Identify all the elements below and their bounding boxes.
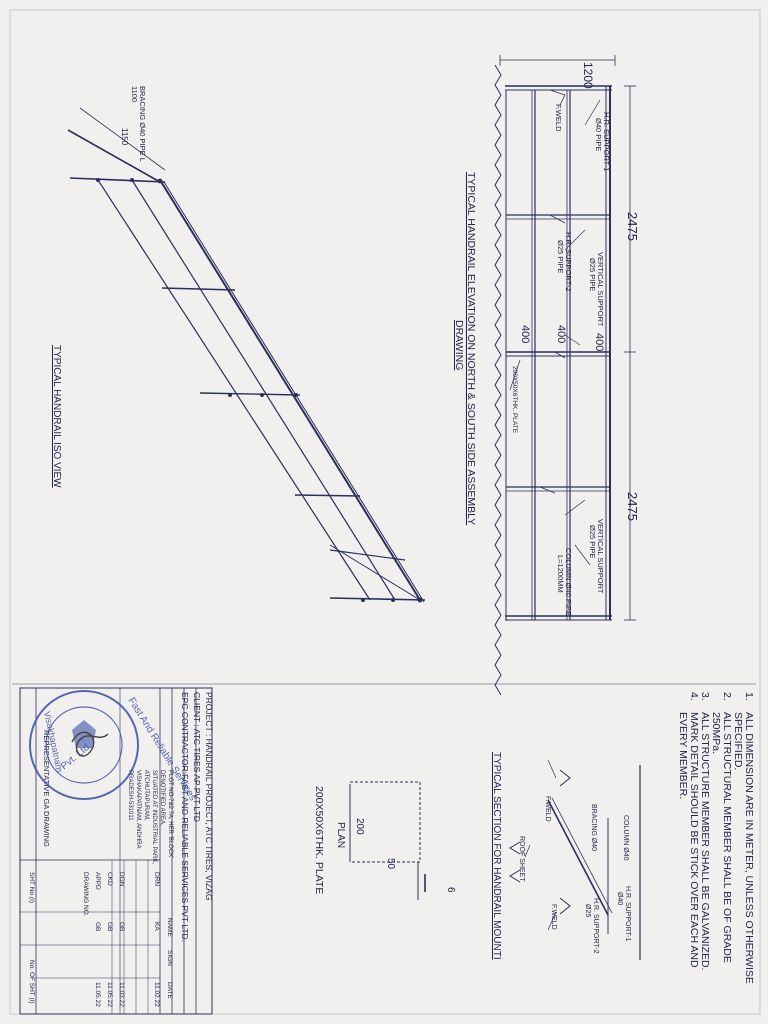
note-1-text: ALL DIMENSION ARE IN METER, UNLESS OTHER… <box>743 712 755 984</box>
handrail-iso-view: BRACING Ø40 PIPE L 1100 1150 TYPICAL HAN… <box>51 86 426 603</box>
label-bracing-iso: BRACING Ø40 PIPE L <box>138 86 147 162</box>
label-hr-support-1: H.R. SUPPORT-1 <box>602 112 611 171</box>
note-2-num: 2. <box>721 692 733 701</box>
handrail-elevation: 2475 2475 1200 400 400 400 H.R. SUPPORT-… <box>453 55 640 696</box>
label-section-hr1: H.R. SUPPORT-1 <box>624 886 631 942</box>
address-line-5: VISHAKAPATNAM, ANDHRA <box>135 770 141 848</box>
note-4-text: MARK DETAIL SHOULD BE STICK OVER EACH AN… <box>688 712 700 968</box>
plate-title: 200X50X6THK. PLATE <box>313 786 325 894</box>
title-client: CLIENT : ATC TIRES AP PVT LTD <box>192 692 202 822</box>
row-drn-date: 11.02.22 <box>153 982 160 1007</box>
row-dgn-role: DGN <box>118 872 125 887</box>
address-line-2: DENOTIFIED AREA, <box>159 770 165 826</box>
label-vertical-support-spec: Ø25 PIPE <box>588 258 597 291</box>
drawing-no-label: DRAWING NO. <box>82 872 89 917</box>
section-title: TYPICAL SECTION FOR HANDRAIL MOUNTI <box>491 752 502 960</box>
label-section-bracing: BRACING Ø40 <box>590 804 597 851</box>
dimension-400-top: 400 <box>593 333 605 351</box>
dimension-2475-right: 2475 <box>625 492 640 521</box>
note-1-cont: SPECIFIED. <box>732 712 744 770</box>
label-vertical-support-2-spec: Ø25 PIPE <box>588 525 597 558</box>
label-section-roof-sheet: ROOF SHEET <box>518 836 525 882</box>
plate-dim-6: 6 <box>445 887 456 893</box>
handrail-section-detail: COLUMN Ø40 H.R. SUPPORT-1 Ø40 BRACING Ø4… <box>491 752 641 960</box>
plate-dim-50: 50 <box>385 858 396 870</box>
sheet-no-label: SHT No (I) <box>28 872 35 903</box>
note-2-cont: 250MPa. <box>710 712 722 754</box>
note-1-num: 1. <box>743 692 755 701</box>
title-project: PROJECT : HANDRAIL PROJECT, ATC TIRES, V… <box>204 692 214 900</box>
label-vertical-support: VERTICAL SUPPORT <box>596 252 605 327</box>
note-3-num: 3. <box>699 692 711 701</box>
note-4-cont: EVERY MEMBER. <box>677 712 689 799</box>
plate-dim-200: 200 <box>354 818 365 835</box>
address-line-1: PLOT NO-7&2 7A, HER 'BLOCK' <box>167 770 173 858</box>
iso-title: TYPICAL HANDRAIL ISO VIEW <box>51 345 62 488</box>
header-name: NAME <box>166 918 173 937</box>
label-hr-support-1-spec: Ø40 PIPE <box>594 118 603 151</box>
address-line-4: ATCHUTAPURAM, <box>143 770 149 821</box>
elevation-subtitle: DRAWING <box>453 320 465 370</box>
row-appd-date: 11.05.22 <box>94 982 101 1007</box>
note-2-text: ALL STRUCTURAL MEMBER SHALL BE OF GRADE <box>721 712 733 963</box>
row-dgn-name: GB <box>118 922 125 931</box>
label-section-hr2: H.R. SUPPORT-2 <box>592 898 599 954</box>
general-notes: 1. ALL DIMENSION ARE IN METER, UNLESS OT… <box>677 692 755 984</box>
title-block: PROJECT : HANDRAIL PROJECT, ATC TIRES, V… <box>19 687 214 1015</box>
label-bracing-iso-length: 1100 <box>130 86 139 102</box>
label-section-f-weld: F.WELD <box>544 796 551 822</box>
row-drn-role: DRN <box>153 872 160 886</box>
row-appd-name: GB <box>94 922 101 931</box>
row-appd-role: APPD <box>94 872 101 890</box>
dimension-400-mid: 400 <box>555 325 567 343</box>
plate-plan-label: PLAN <box>335 822 346 848</box>
dimension-2475-left: 2475 <box>625 212 640 241</box>
address-line-3: SITUATED AT INDUSTRIAL PARK, <box>151 770 157 864</box>
row-drn-name: KA <box>153 922 160 931</box>
label-base-plate: 200X50X6THK. PLATE <box>511 366 518 434</box>
row-ckd-role: CKD <box>106 872 113 886</box>
title-contractor: EPC CONTRACTOR:FAST AND RELIABLE SERVICE… <box>180 692 190 942</box>
label-section-f-weld-2: F.WELD <box>550 904 557 930</box>
row-ckd-date: 11.05.22 <box>106 982 113 1007</box>
label-hr-support-2: H.R. SUPPORT-2 <box>564 232 573 291</box>
label-section-hr1-spec: Ø40 <box>616 892 623 905</box>
row-dgn-date: 11.03.22 <box>118 982 125 1007</box>
of-sheets-label: No. OF SHT (I) <box>28 960 35 1004</box>
drawing-name: REPRESENTATIVE GA DRAWING <box>42 730 51 847</box>
label-column-length: L=1200MM <box>556 555 565 593</box>
dimension-1150: 1150 <box>120 128 129 146</box>
dimension-1200: 1200 <box>581 62 595 89</box>
header-sign: SIGN <box>166 950 173 966</box>
note-4-num: 4. <box>688 692 700 701</box>
signature <box>71 731 109 757</box>
label-vertical-support-2: VERTICAL SUPPORT <box>596 519 605 594</box>
address-line-6: PRADESH-531011 <box>127 770 133 821</box>
roof-profile <box>494 64 502 696</box>
label-f-weld: F.WELD <box>554 104 563 132</box>
header-date: DATE <box>166 982 173 1000</box>
dimension-400-bottom: 400 <box>519 325 531 343</box>
elevation-title: TYPICAL HANDRAIL ELEVATION ON NORTH & SO… <box>465 172 477 525</box>
label-section-hr2-spec: Ø25 <box>584 904 591 917</box>
note-3-text: ALL STRUCTURE MEMBER SHALL BE GALVANIZED… <box>699 712 711 970</box>
row-ckd-name: GB <box>106 922 113 931</box>
label-section-column: COLUMN Ø40 <box>622 815 629 861</box>
plate-detail: 200 50 6 PLAN 200X50X6THK. PLATE <box>313 781 456 900</box>
label-hr-support-2-spec: Ø25 PIPE <box>556 240 565 273</box>
label-column: COLUMN Ø40 PIPE <box>564 548 573 616</box>
